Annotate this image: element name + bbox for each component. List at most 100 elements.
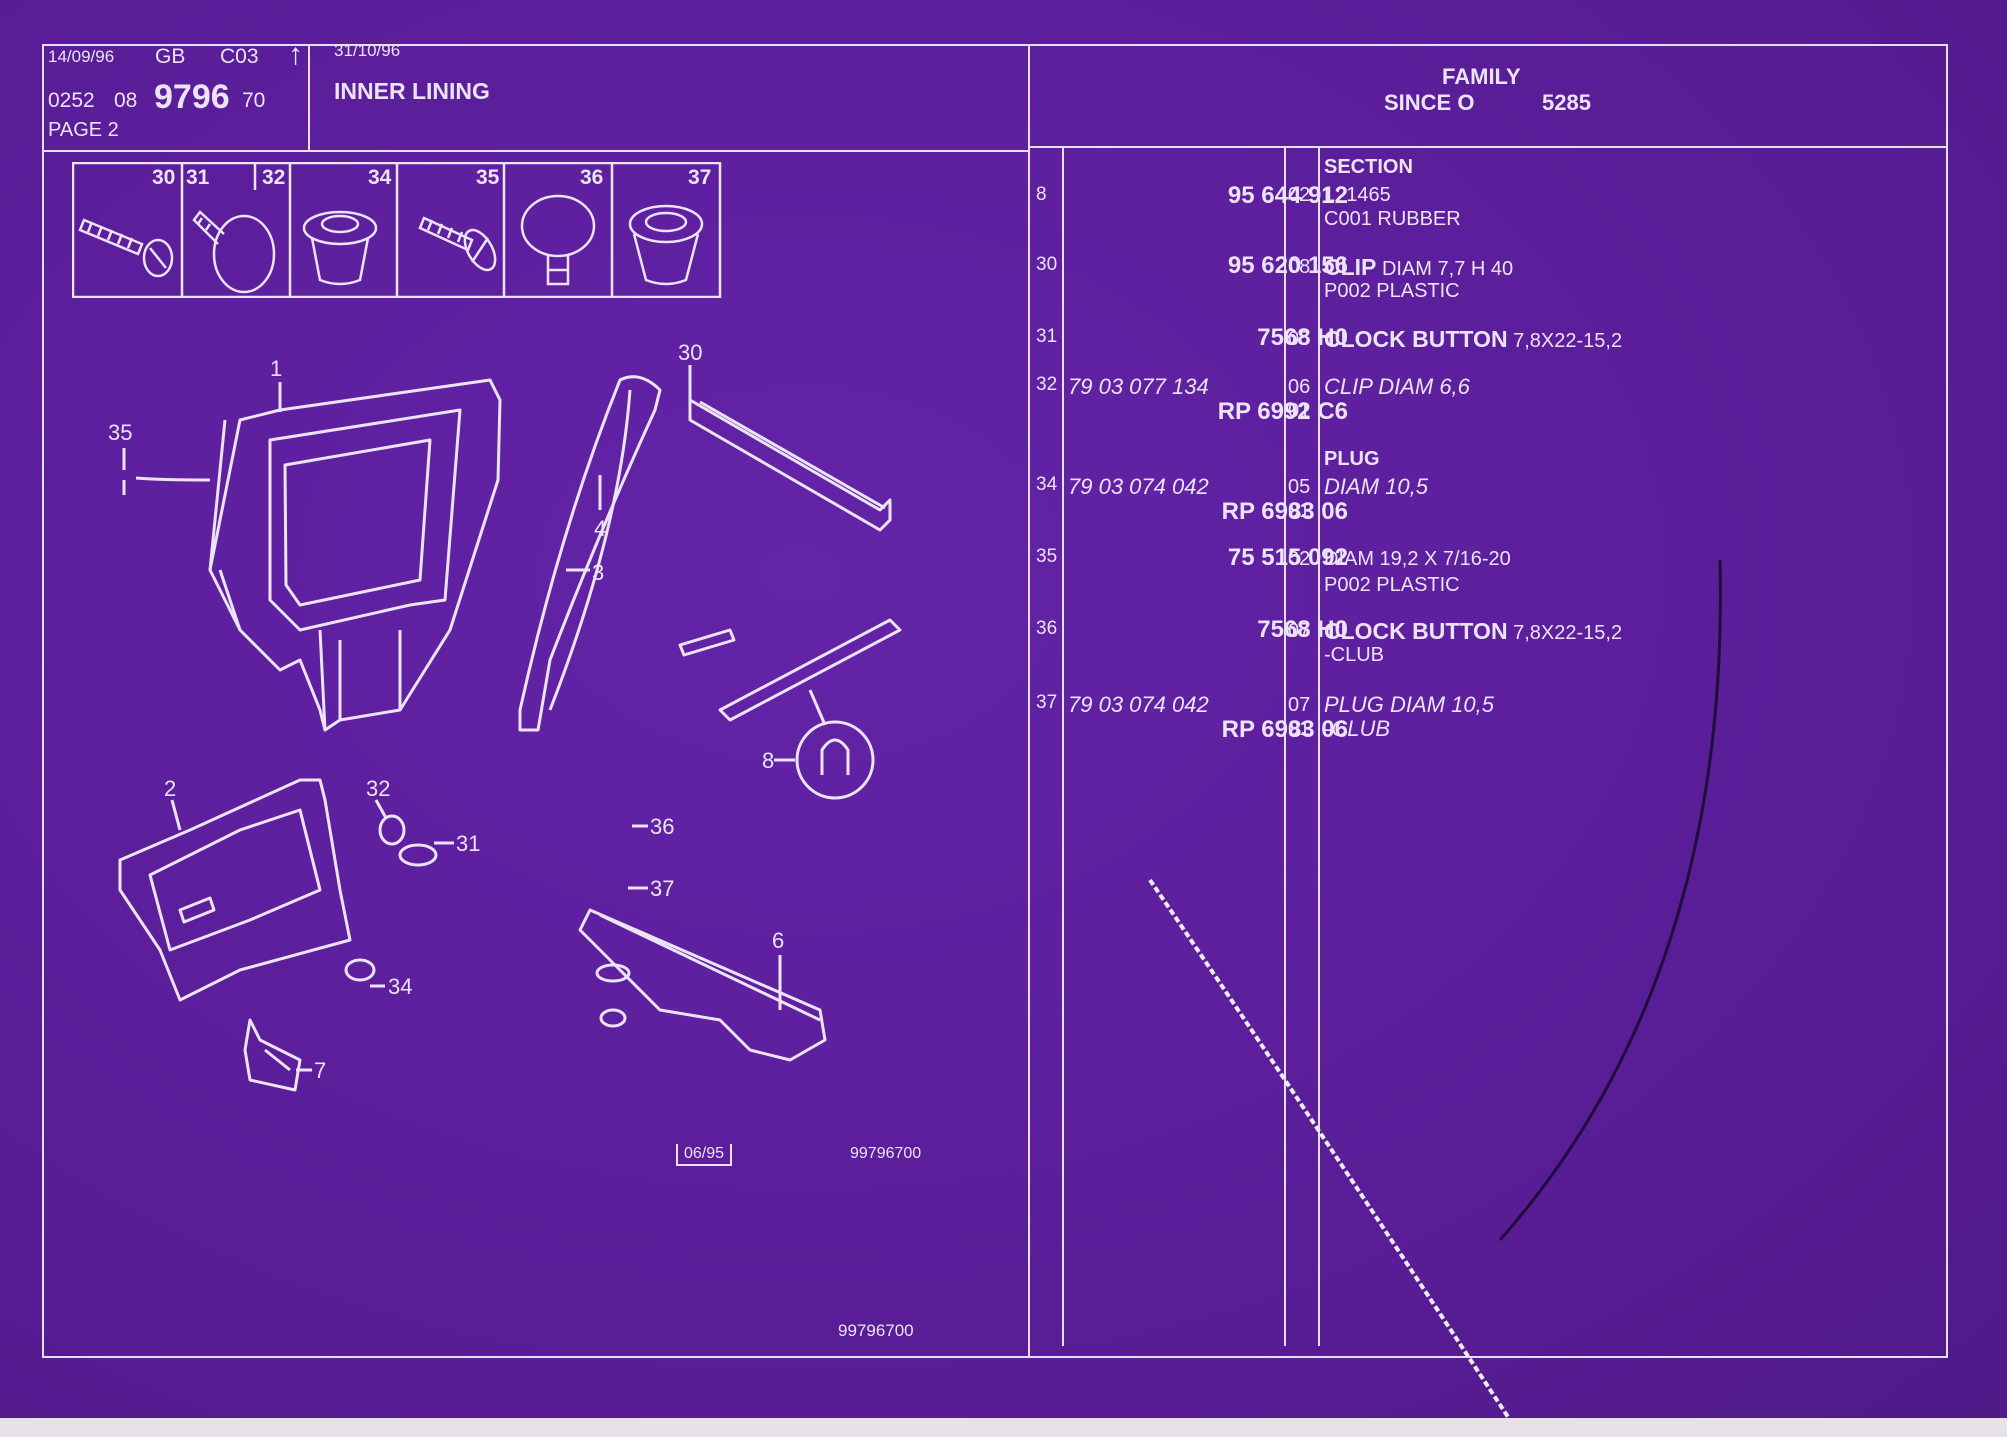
col-vertical-1 [1062, 146, 1064, 1346]
part-reference: 7568 H0 [1257, 616, 1348, 643]
part-supplier-quantity: 01 [1288, 718, 1311, 740]
part-quantity: 07 [1288, 694, 1311, 716]
part-description: PLUG DIAM 10,5 [1324, 692, 1494, 717]
header-arrow: ↑ [288, 38, 303, 71]
frame-right [1946, 44, 1948, 1358]
parts-row-30: 30 95 620 156 08 CLIP DIAM 7,7 H 40 P002… [1028, 252, 1948, 324]
part-title: CLOCK BUTTON [1324, 326, 1508, 352]
footer-ref: 99796700 [838, 1321, 914, 1340]
part-material: C001 RUBBER [1324, 208, 1461, 230]
part-description: 7,8X22-15,2 [1513, 622, 1623, 644]
callout-34: 34 [388, 974, 412, 999]
drawing-ref: 99796700 [850, 1145, 922, 1162]
part-material: P002 PLASTIC [1324, 280, 1460, 302]
parts-row-35: 35 75 515 092 02 DIAM 19,2 X 7/16-20 P00… [1028, 544, 1948, 616]
part-description: 7,8X22-15,2 [1513, 330, 1623, 352]
icon-label-34: 34 [368, 166, 392, 189]
part-6-sill-strip [578, 908, 827, 1062]
callout-32: 32 [366, 776, 390, 801]
part-description: DIAM 19,2 X 7/16-20 [1324, 548, 1511, 570]
part-title: CLOCK BUTTON [1324, 618, 1508, 644]
header-ref-c: 70 [242, 89, 266, 112]
part-number: 30 [1036, 254, 1058, 275]
callout-8: 8 [762, 748, 774, 773]
header-divider-left [42, 150, 1030, 152]
header-date1: 14/09/96 [48, 47, 115, 66]
part-supplier-reference: RP 6983 06 [1221, 716, 1348, 743]
part-number: 32 [1036, 374, 1058, 395]
callout-6: 6 [772, 928, 784, 953]
film-edge [0, 1418, 2007, 1437]
callout-1: 1 [270, 356, 282, 381]
button-icon [520, 194, 596, 286]
part-description-line: CLOCK BUTTON 7,8X22-15,2 [1324, 618, 1622, 645]
part-7-bracket [243, 1018, 302, 1092]
part-reference: 75 515 092 [1227, 544, 1348, 571]
part-quantity: 02 [1288, 548, 1311, 570]
callout-35: 35 [108, 420, 132, 445]
part-number: 34 [1036, 474, 1058, 495]
callout-4: 4 [594, 516, 606, 541]
part-quantity: 07 [1288, 620, 1311, 642]
part-alt-reference: 79 03 074 042 [1068, 692, 1209, 717]
button-icon [302, 210, 378, 286]
icon-label-31: 31 [186, 166, 210, 189]
frame-top [42, 44, 1948, 46]
part-number: 35 [1036, 546, 1058, 567]
part-quantity: 02 [1288, 184, 1311, 206]
header-ref-main: 9796 [154, 78, 230, 116]
part-title: PLUG [1324, 448, 1380, 470]
part-quantity: 06 [1288, 376, 1311, 398]
part-quantity: 08 [1288, 256, 1311, 278]
callout-37: 37 [650, 876, 674, 901]
part-supplier-quantity: 01 [1288, 400, 1311, 422]
frame-left [42, 44, 44, 1358]
parts-row-37: 37 79 03 074 042 07 PLUG DIAM 10,5 RP 69… [1028, 690, 1948, 760]
col-vertical-3 [1318, 146, 1320, 1346]
callout-36: 36 [650, 814, 674, 839]
part-supplier-reference: RP 6983 06 [1221, 498, 1348, 525]
part-reference: 7568 H0 [1257, 324, 1348, 351]
col-vertical-2 [1284, 146, 1286, 1346]
header-divider-right [1030, 146, 1948, 148]
part-variant: -CLUB [1324, 716, 1391, 741]
header-family: FAMILY [1442, 64, 1521, 89]
icon-label-30: 30 [152, 166, 175, 189]
part-number: 8 [1036, 184, 1047, 205]
icon-label-32: 32 [262, 166, 285, 189]
icon-label-35: 35 [476, 166, 500, 189]
part-material: P002 PLASTIC [1324, 574, 1460, 596]
part-number: 36 [1036, 618, 1058, 639]
header-lang: GB [155, 45, 186, 68]
part-description: CLIP DIAM 6,6 [1324, 374, 1470, 399]
header-code: C03 [220, 45, 259, 68]
part-description-line: CLOCK BUTTON 7,8X22-15,2 [1324, 326, 1622, 353]
part-3-pillar-trim [518, 375, 662, 732]
icon-label-37: 37 [688, 166, 711, 189]
part-title: CLIP [1324, 254, 1377, 280]
parts-row-34: PLUG 34 79 03 074 042 05 DIAM 10,5 RP 69… [1028, 446, 1948, 525]
icon-label-36: 36 [580, 166, 603, 189]
header-date2: 31/10/96 [334, 41, 401, 60]
revision-stamp: 06/95 [676, 1144, 733, 1166]
callout-3: 3 [592, 560, 604, 585]
part-quantity: 05 [1288, 328, 1311, 350]
header-ref-a: 0252 [48, 89, 95, 112]
page-title: INNER LINING [334, 78, 490, 104]
frame-bottom [42, 1356, 1948, 1358]
parts-row-31: 31 7568 H0 05 CLOCK BUTTON 7,8X22-15,2 [1028, 324, 1948, 396]
part-description-line: CLIP DIAM 7,7 H 40 [1324, 254, 1513, 281]
part-alt-reference: 79 03 077 134 [1068, 374, 1209, 399]
header-page: PAGE 2 [48, 119, 119, 141]
clip-icon [192, 210, 276, 294]
part-8-seal-strip [718, 618, 902, 800]
film-scratch [1148, 878, 1512, 1422]
callout-7: 7 [314, 1058, 326, 1083]
part-description: DIAM 10,5 [1324, 474, 1428, 499]
header-since-num: 5285 [1542, 90, 1591, 115]
fastener-icon-strip: 30 31 32 34 35 36 37 [72, 162, 722, 298]
part-2-lower-trim [118, 778, 352, 1002]
part-reference: 95 620 156 [1227, 252, 1348, 279]
part-description: L: 1465 [1324, 184, 1391, 206]
header-vertical [308, 44, 310, 150]
